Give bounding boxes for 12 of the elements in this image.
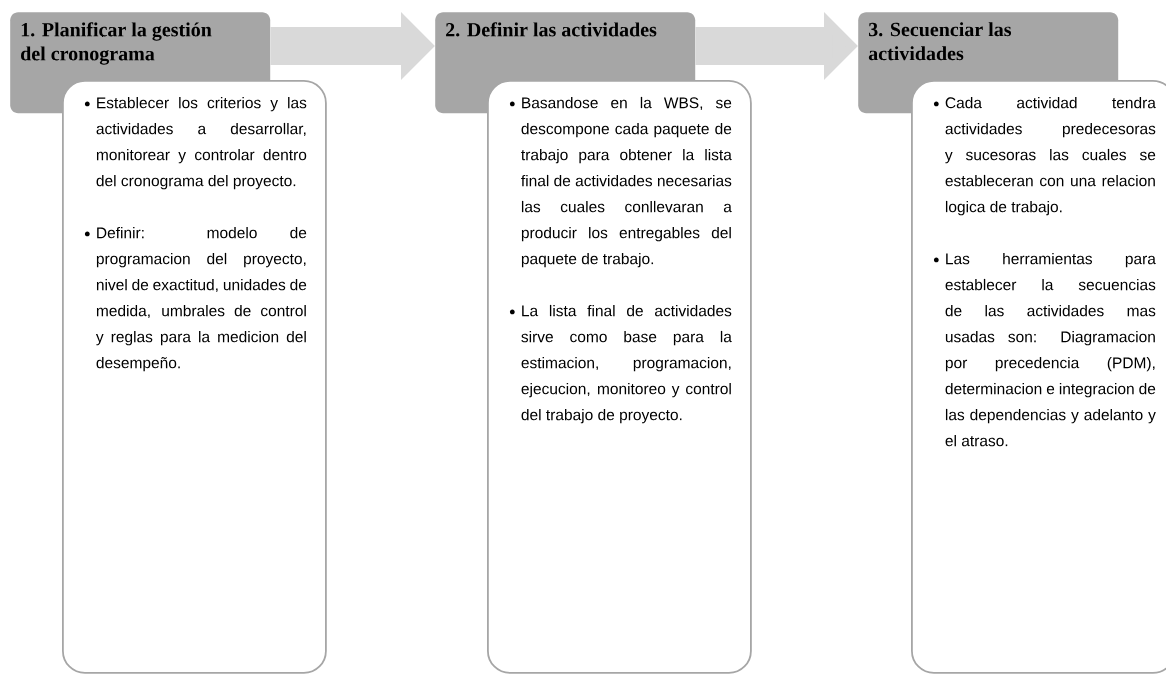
heading: 1. Planificar la gestión del cronograma	[21, 22, 212, 65]
description-box	[911, 80, 1166, 674]
bullet-text: Cada actividad tendra actividades predecesoras y sucesoras las cuales se estableceran con una relacion logica de trabajo.	[933, 96, 1156, 216]
bullet-text: Las herramientas para establecer la secuencias de las actividades mas usadas son: Diagramacion por precedencia (PDM), determinacion e integracion de las dependencias y adelanto y el atraso.	[933, 252, 1156, 447]
bullet-text: Establecer los criterios y las actividades a desarrollar, monitorear y controlar dentro del cronograma del proyecto.	[84, 96, 307, 190]
bullet-text: La lista final de actividades sirve como base para la estimacion, programacion, ejecucion, monitoreo y control del trabajo de proyecto.	[509, 304, 732, 424]
bullet-text: Basandose en la WBS, se descompone cada paquete de trabajo para obtener la lista final de actividades necesarias las cuales conllevaran a producir los entregables del paquete de trabajo.	[509, 96, 732, 268]
heading: 2. Definir las actividades	[446, 22, 657, 37]
bullet-text: Definir: modelo de programacion del proyecto, nivel de exactitud, unidades de medida, umbrales de control y reglas para la medicion del desempeño.	[84, 226, 307, 372]
heading: 3. Secuenciar las actividades	[868, 22, 1012, 61]
description-box	[487, 80, 752, 674]
description-box	[62, 80, 327, 674]
